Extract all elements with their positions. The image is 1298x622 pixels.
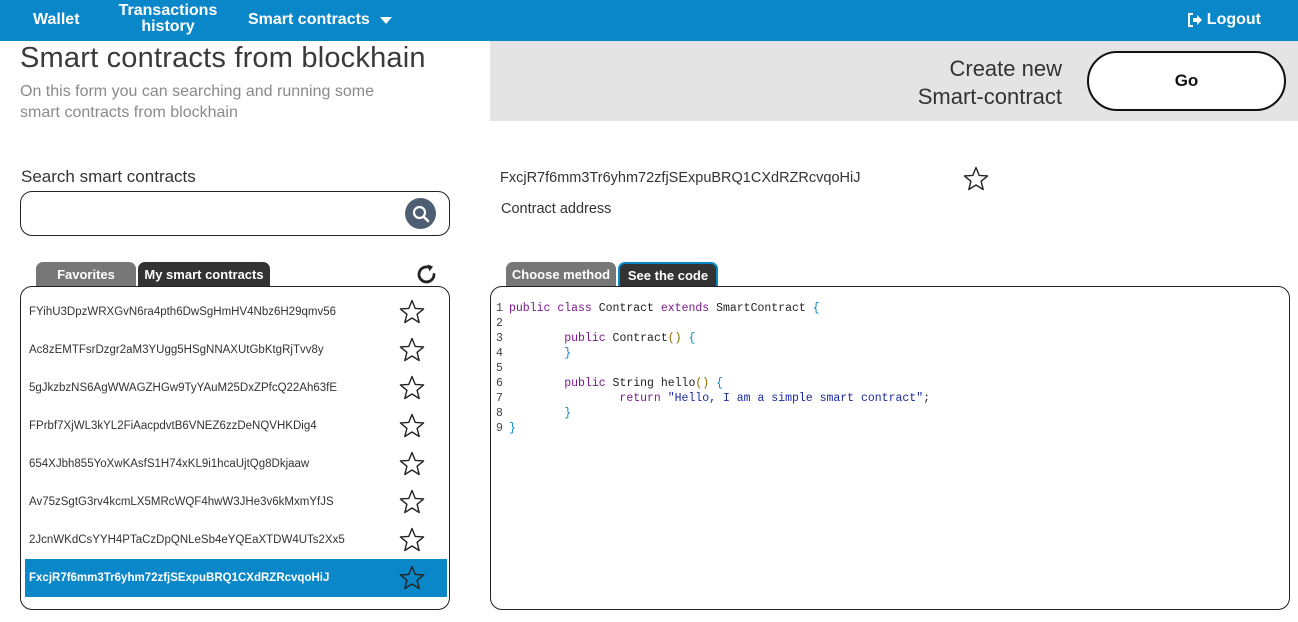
- go-button[interactable]: Go: [1087, 51, 1286, 111]
- star-outline-icon[interactable]: [399, 489, 425, 515]
- contract-address: 2JcnWKdCsYYH4PTaCzDpQNLeSb4eYQEaXTDW4UTs…: [29, 534, 345, 546]
- code-line: 9}: [491, 421, 1289, 436]
- line-number: 4: [496, 347, 503, 360]
- line-number: 8: [496, 407, 503, 420]
- code-line: 5: [491, 361, 1289, 376]
- contract-address-value: FxcjR7f6mm3Tr6yhm72zfjSExpuBRQ1CXdRZRcvq…: [500, 170, 861, 186]
- contract-address: FYihU3DpzWRXGvN6ra4pth6DwSgHmHV4Nbz6H29q…: [29, 306, 336, 318]
- logout-button[interactable]: Logout: [1187, 11, 1261, 29]
- create-contract-panel: Create new Smart-contract Go: [490, 41, 1298, 121]
- page-subtitle: On this form you can searching and runni…: [20, 83, 374, 121]
- code-line: 4 }: [491, 346, 1289, 361]
- search-button[interactable]: [405, 198, 436, 229]
- code-line: 2: [491, 316, 1289, 331]
- code-viewer: 1 public class Contract extends SmartCont…: [490, 286, 1290, 610]
- list-item[interactable]: FYihU3DpzWRXGvN6ra4pth6DwSgHmHV4Nbz6H29q…: [25, 293, 447, 331]
- contract-address: Ac8zEMTFsrDzgr2aM3YUgg5HSgNNAXUtGbKtgRjT…: [29, 344, 324, 356]
- nav-smart-contracts-label: Smart contracts: [248, 11, 370, 28]
- tab-see-the-code[interactable]: See the code: [618, 262, 718, 286]
- line-number: 5: [496, 362, 503, 375]
- page-title: Smart contracts from blockhain: [20, 42, 426, 74]
- tab-my-smart-contracts[interactable]: My smart contracts: [138, 262, 270, 286]
- star-outline-icon[interactable]: [399, 375, 425, 401]
- search-icon: [412, 205, 429, 222]
- search-input[interactable]: [33, 200, 403, 228]
- code-line: 8 }: [491, 406, 1289, 421]
- code-line: 3 public Contract() {: [491, 331, 1289, 346]
- star-outline-icon[interactable]: [399, 451, 425, 477]
- contract-address: FxcjR7f6mm3Tr6yhm72zfjSExpuBRQ1CXdRZRcvq…: [29, 572, 330, 584]
- list-item[interactable]: Av75zSgtG3rv4kcmLX5MRcWQF4hwW3JHe3v6kMxm…: [25, 483, 447, 521]
- code-text: }: [564, 407, 572, 420]
- nav-transactions-history[interactable]: Transactions history: [118, 2, 218, 35]
- list-item[interactable]: 654XJbh855YoXwKAsfS1H74xKL9i1hcaUjtQg8Dk…: [25, 445, 447, 483]
- list-item[interactable]: FxcjR7f6mm3Tr6yhm72zfjSExpuBRQ1CXdRZRcvq…: [25, 559, 447, 597]
- line-number: 6: [496, 377, 503, 390]
- create-label-line1: Create new: [949, 56, 1062, 81]
- line-number: 9: [496, 422, 503, 435]
- contract-address: 654XJbh855YoXwKAsfS1H74xKL9i1hcaUjtQg8Dk…: [29, 458, 310, 470]
- create-label-line2: Smart-contract: [917, 84, 1062, 109]
- list-item[interactable]: 2JcnWKdCsYYH4PTaCzDpQNLeSb4eYQEaXTDW4UTs…: [25, 521, 447, 559]
- star-outline-icon[interactable]: [399, 337, 425, 363]
- contract-address: Av75zSgtG3rv4kcmLX5MRcWQF4hwW3JHe3v6kMxm…: [29, 496, 334, 508]
- contract-address: FPrbf7XjWL3kYL2FiAacpdvtB6VNEZ6zzDeNQVHK…: [29, 420, 317, 432]
- refresh-icon[interactable]: [414, 262, 439, 287]
- nav-smart-contracts[interactable]: Smart contracts: [248, 11, 392, 29]
- contract-list: FYihU3DpzWRXGvN6ra4pth6DwSgHmHV4Nbz6H29q…: [20, 286, 450, 610]
- code-text: public Contract() {: [564, 332, 696, 345]
- code-text: public String hello() {: [564, 377, 723, 390]
- code-line: 7 return "Hello, I am a simple smart con…: [491, 391, 1289, 406]
- code-text: }: [509, 422, 516, 435]
- star-outline-icon[interactable]: [399, 527, 425, 553]
- nav-wallet[interactable]: Wallet: [33, 11, 80, 28]
- tab-choose-method[interactable]: Choose method: [506, 262, 616, 286]
- star-outline-icon[interactable]: [399, 413, 425, 439]
- line-number: 1: [496, 302, 503, 315]
- contract-address: 5gJkzbzNS6AgWWAGZHGw9TyYAuM25DxZPfcQ22Ah…: [29, 382, 338, 394]
- tab-favorites[interactable]: Favorites: [36, 262, 136, 286]
- code-line: 6 public String hello() {: [491, 376, 1289, 391]
- line-number: 7: [496, 392, 503, 405]
- code-text: }: [564, 347, 572, 360]
- search-label: Search smart contracts: [21, 167, 196, 186]
- contract-address-caption: Contract address: [501, 201, 612, 217]
- logout-icon: [1187, 13, 1202, 27]
- star-outline-icon[interactable]: [399, 565, 425, 591]
- line-number: 2: [496, 317, 503, 330]
- list-item[interactable]: FPrbf7XjWL3kYL2FiAacpdvtB6VNEZ6zzDeNQVHK…: [25, 407, 447, 445]
- code-text: public class Contract extends SmartContr…: [509, 302, 820, 315]
- logout-label: Logout: [1206, 11, 1261, 28]
- create-contract-label: Create new Smart-contract: [918, 55, 1062, 111]
- top-navbar: Wallet Transactions history Smart contra…: [0, 0, 1298, 41]
- code-text: return "Hello, I am a simple smart contr…: [619, 392, 930, 405]
- list-item[interactable]: 5gJkzbzNS6AgWWAGZHGw9TyYAuM25DxZPfcQ22Ah…: [25, 369, 447, 407]
- list-item[interactable]: Ac8zEMTFsrDzgr2aM3YUgg5HSgNNAXUtGbKtgRjT…: [25, 331, 447, 369]
- search-box: [20, 191, 450, 236]
- star-outline-icon[interactable]: [399, 299, 425, 325]
- star-outline-icon[interactable]: [963, 166, 989, 192]
- chevron-down-icon: [379, 16, 392, 24]
- line-number: 3: [496, 332, 503, 345]
- code-line: 1 public class Contract extends SmartCont…: [491, 301, 1289, 316]
